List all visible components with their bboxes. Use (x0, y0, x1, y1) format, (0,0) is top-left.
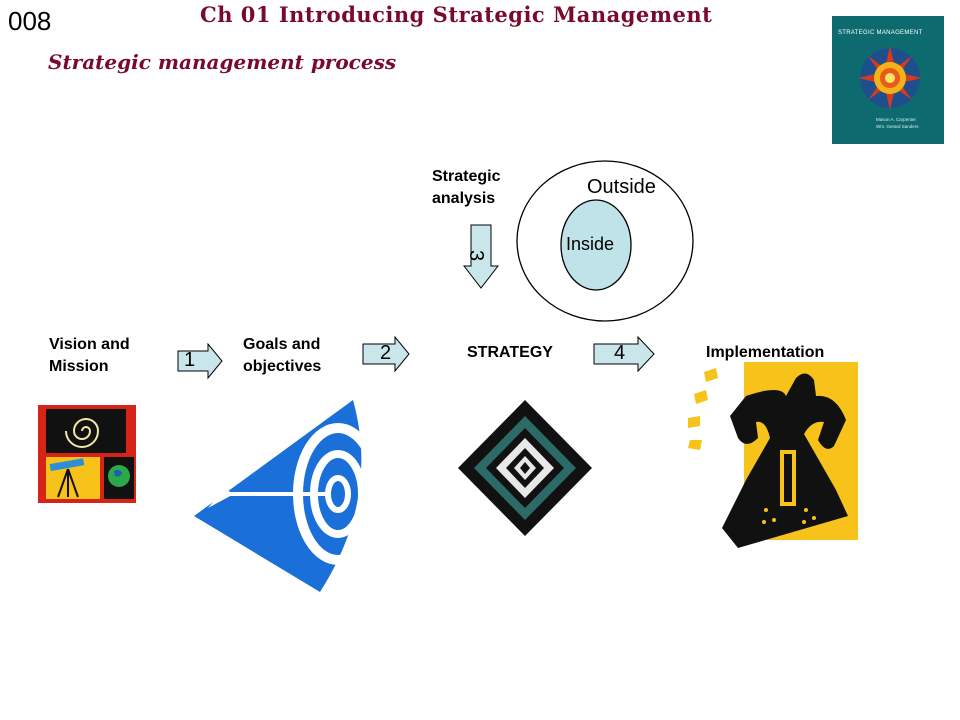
vision-telescope-clipart (38, 405, 136, 503)
goals-target-clipart (194, 400, 380, 592)
arrow-number-4: 4 (614, 342, 626, 364)
arrow-number-2: 2 (380, 342, 392, 364)
arrow-number-1: 1 (184, 349, 196, 371)
implementation-label: Implementation (706, 344, 825, 361)
book-cover-image: STRATEGIC MANAGEMENT Mason A. Carpenter … (832, 16, 944, 144)
arrow-right-4 (593, 336, 655, 372)
arrow-down-3 (463, 224, 499, 289)
strategic-analysis-line2: analysis (432, 190, 496, 207)
implementation-jackhammer-clipart (688, 362, 858, 548)
arrow-right-1 (177, 343, 223, 379)
outside-label: Outside (587, 176, 656, 198)
vision-mission-label: Vision and Mission (49, 334, 130, 378)
book-cover-authors: Mason A. Carpenter Wm. Gerard Sanders (876, 116, 919, 130)
book-author: Wm. Gerard Sanders (876, 124, 919, 129)
strategic-analysis-label: Strategic analysis (432, 166, 500, 210)
strategy-label: STRATEGY (467, 344, 553, 361)
arrow-right-2 (362, 336, 410, 372)
arrow-number-3: 3 (465, 249, 488, 262)
goals-objectives-line1: Goals and (243, 336, 321, 353)
inside-ellipse (560, 199, 632, 291)
slide-number: 008 (8, 6, 52, 36)
goals-objectives-label: Goals and objectives (243, 334, 321, 378)
inside-label: Inside (566, 234, 615, 254)
environment-diagram (516, 160, 694, 322)
book-cover-title: STRATEGIC MANAGEMENT (838, 30, 923, 36)
strategic-analysis-line1: Strategic (432, 168, 501, 185)
goals-objectives-line2: objectives (243, 358, 322, 375)
slide-subtitle: Strategic management process (48, 50, 397, 74)
book-mandala-graphic (858, 46, 922, 110)
vision-mission-line2: Mission (49, 358, 109, 375)
chapter-title: Ch 01 Introducing Strategic Management (200, 2, 713, 27)
book-author: Mason A. Carpenter (876, 117, 917, 122)
strategy-diamond-clipart (458, 400, 592, 536)
vision-mission-line1: Vision and (49, 336, 130, 353)
